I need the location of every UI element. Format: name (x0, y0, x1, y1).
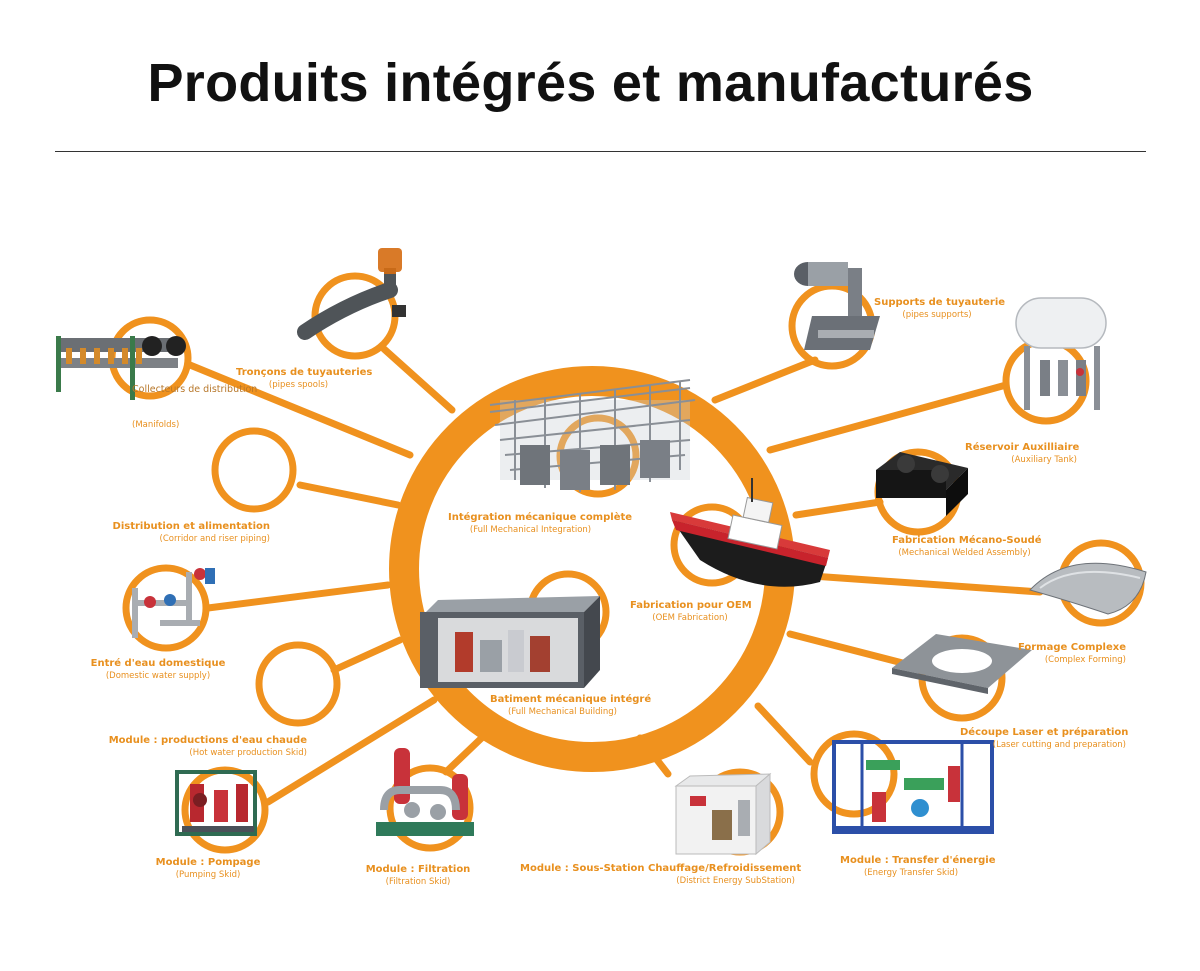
label-en: (Pumping Skid) (175, 869, 241, 880)
label-pipe-spools: Tronçons de tuyauteries (pipes spools) (236, 367, 373, 390)
label-substation: Module : Sous-Station Chauffage/Refroidi… (520, 863, 802, 886)
spoke-energy-transfer (754, 702, 814, 766)
label-welded: Fabrication Mécano-Soudé (Mechanical Wel… (892, 535, 1042, 558)
label-fr: Module : productions d'eau chaude (108, 735, 307, 746)
label-aux-tank: Réservoir Auxilliaire (Auxiliary Tank) (965, 442, 1080, 465)
ring-energy-transfer (810, 730, 898, 818)
label-full-integration: Intégration mécanique complète (Full Mec… (448, 512, 633, 535)
label-fr: Module : Pompage (155, 857, 261, 868)
page-title: Produits intégrés et manufacturés (147, 53, 1034, 113)
spoke-aux-tank (766, 381, 1010, 454)
spoke-manifolds (186, 361, 414, 459)
auxiliary-tank-icon (1015, 297, 1107, 410)
spoke-welded (792, 498, 884, 519)
label-en: (Manifolds) (132, 419, 180, 430)
spoke-pumping (264, 696, 438, 806)
label-fr: Module : Sous-Station Chauffage/Refroidi… (520, 863, 802, 874)
spoke-pipe-spools (380, 345, 456, 414)
label-fr: Supports de tuyauterie (874, 297, 1006, 308)
pipe-support-icon (794, 262, 880, 350)
tugboat-icon (670, 478, 830, 587)
ring-hot-water (255, 641, 341, 727)
substation-icon (674, 772, 772, 856)
label-distribution: Distribution et alimentation (Corridor a… (110, 521, 270, 544)
label-hot-water: Module : productions d'eau chaude (Hot w… (100, 735, 307, 758)
label-fr: Distribution et alimentation (112, 521, 270, 532)
ring-domestic-water (122, 564, 210, 652)
label-en: (Corridor and riser piping) (159, 533, 270, 544)
label-building: Batiment mécanique intégré (Full Mechani… (490, 694, 652, 717)
label-oem: Fabrication pour OEM (OEM Fabrication) (630, 600, 752, 623)
label-en: (OEM Fabrication) (652, 612, 728, 623)
label-manifolds: Collecteurs de distribution (Manifolds) (132, 384, 282, 431)
manifold-icon (56, 336, 186, 400)
label-energy-transfer: Module : Transfer d'énergie (Energy Tran… (840, 855, 996, 878)
label-laser-cut: Découpe Laser et préparation (Laser cutt… (960, 727, 1129, 750)
label-fr: Batiment mécanique intégré (490, 694, 652, 705)
label-en: (Complex Forming) (1044, 654, 1126, 665)
title-divider (55, 151, 1146, 152)
ring-filtration (386, 764, 474, 852)
label-fr: Fabrication pour OEM (630, 600, 752, 611)
energy-transfer-icon (832, 740, 994, 834)
label-en: (Auxiliary Tank) (1011, 454, 1077, 465)
ring-distribution (211, 427, 297, 513)
pumping-skid-icon (175, 770, 257, 836)
label-fr: Tronçons de tuyauteries (236, 367, 373, 378)
spoke-distribution (296, 481, 402, 509)
mechanical-building-icon (420, 596, 600, 688)
laser-cut-plate-icon (892, 634, 1032, 694)
label-fr: Découpe Laser et préparation (960, 727, 1129, 738)
label-forming: Formage Complexe (Complex Forming) (1010, 642, 1126, 665)
label-fr: Module : Filtration (365, 864, 471, 875)
pipe-rack-icon (489, 379, 696, 492)
domestic-water-icon (132, 568, 215, 638)
label-fr: Module : Transfer d'énergie (840, 855, 996, 866)
label-en: (Hot water production Skid) (189, 747, 307, 758)
label-en: (Laser cutting and preparation) (992, 739, 1126, 750)
label-en: (pipes supports) (902, 309, 972, 320)
label-fr: Collecteurs de distribution (132, 384, 258, 395)
label-fr: Intégration mécanique complète (448, 512, 633, 523)
label-pipe-supports: Supports de tuyauterie (pipes supports) (874, 297, 1006, 320)
label-en: (Filtration Skid) (385, 876, 451, 887)
welded-assembly-icon (876, 452, 968, 516)
label-fr: Entré d'eau domestique (90, 658, 226, 669)
label-en: (Domestic water supply) (105, 670, 211, 681)
label-en: (Mechanical Welded Assembly) (898, 547, 1031, 558)
label-filtration: Module : Filtration (Filtration Skid) (362, 864, 474, 887)
spoke-hot-water (330, 636, 404, 674)
spoke-pipe-supports (711, 356, 819, 404)
spoke-domestic-water (204, 581, 392, 612)
label-en: (Energy Transfer Skid) (863, 867, 959, 878)
label-fr: Fabrication Mécano-Soudé (892, 535, 1042, 546)
label-en: (District Energy SubStation) (676, 875, 795, 886)
label-domestic-water: Entré d'eau domestique (Domestic water s… (90, 658, 226, 681)
label-en: (pipes spools) (268, 379, 329, 390)
spoke-forming (794, 571, 1044, 596)
filtration-skid-icon (376, 748, 474, 836)
pipe-spool-icon (297, 248, 406, 340)
label-fr: Formage Complexe (1017, 642, 1126, 653)
label-pumping: Module : Pompage (Pumping Skid) (150, 857, 266, 880)
label-fr: Réservoir Auxilliaire (965, 442, 1080, 453)
label-en: (Full Mechanical Integration) (469, 524, 592, 535)
formed-sheet-icon (1029, 562, 1147, 615)
label-en: (Full Mechanical Building) (508, 706, 617, 717)
